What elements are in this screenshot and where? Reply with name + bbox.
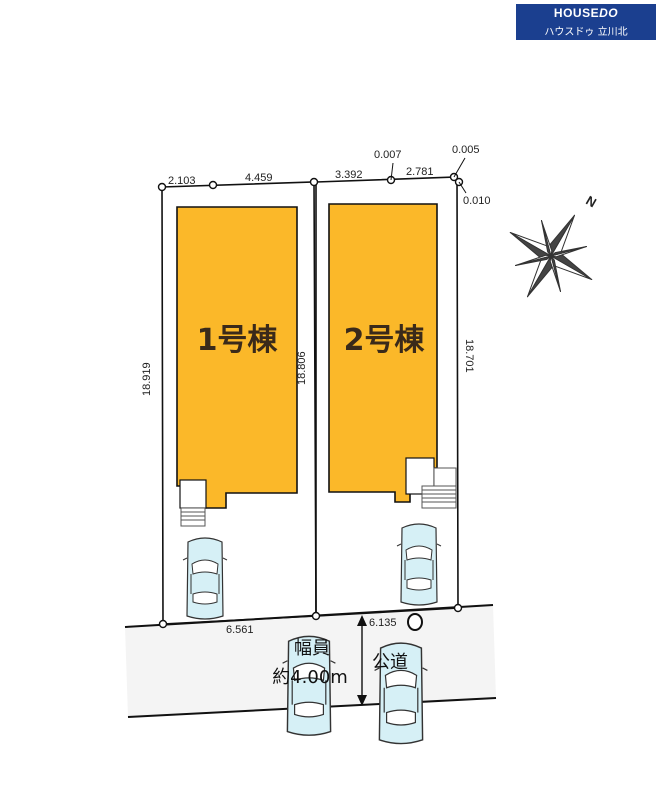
building-1-stairs — [180, 507, 206, 527]
vertex-marker — [309, 177, 319, 187]
vertex-marker — [208, 180, 218, 190]
building-2-label: 2号棟 — [344, 323, 426, 358]
dim-top-1a: 2.103 — [168, 175, 196, 187]
vertex-marker — [311, 611, 321, 621]
road-width-label: 幅員 — [294, 638, 330, 659]
dim-bottom-2: 6.135 — [369, 617, 397, 629]
road-width-value: 約4.00m — [272, 667, 348, 688]
compass-north-label: N — [583, 193, 599, 211]
manhole-icon — [407, 613, 423, 631]
housedo-logo: HOUSEDO ハウスドゥ 立川北 — [516, 4, 656, 40]
leader-line — [390, 162, 394, 181]
dim-corner-b: 0.010 — [463, 195, 491, 207]
dim-top-2b: 0.007 — [374, 149, 402, 161]
dim-top-2c: 2.781 — [406, 166, 434, 178]
dim-right: 18.701 — [463, 339, 475, 373]
compass-rose-icon — [509, 214, 593, 298]
car-icon — [182, 537, 228, 620]
car-icon — [396, 523, 442, 606]
dim-middle: 18.806 — [296, 351, 308, 385]
building-1-label: 1号棟 — [197, 323, 279, 358]
building-2-stairs — [421, 467, 457, 509]
road-width-arrow — [357, 615, 367, 706]
dim-bottom-1: 6.561 — [226, 624, 254, 636]
leader-line — [458, 181, 467, 194]
building-2: 2号棟 — [328, 203, 457, 509]
dim-corner-a: 0.005 — [452, 144, 480, 156]
vertex-marker — [157, 182, 167, 192]
road-type-label: 公道 — [372, 652, 408, 673]
leader-line — [453, 157, 466, 178]
vertex-marker — [453, 603, 463, 613]
building-1: 1号棟 — [176, 206, 298, 527]
dim-left: 18.919 — [141, 362, 153, 396]
vertex-marker — [158, 619, 168, 629]
dim-top-1b: 4.459 — [245, 172, 273, 184]
logo-branch: ハウスドゥ 立川北 — [544, 27, 628, 38]
building-1-entrance-step — [179, 479, 207, 509]
boundary-markers — [157, 172, 464, 629]
dim-top-2a: 3.392 — [335, 169, 363, 181]
logo-brand: HOUSEDO — [553, 6, 619, 20]
